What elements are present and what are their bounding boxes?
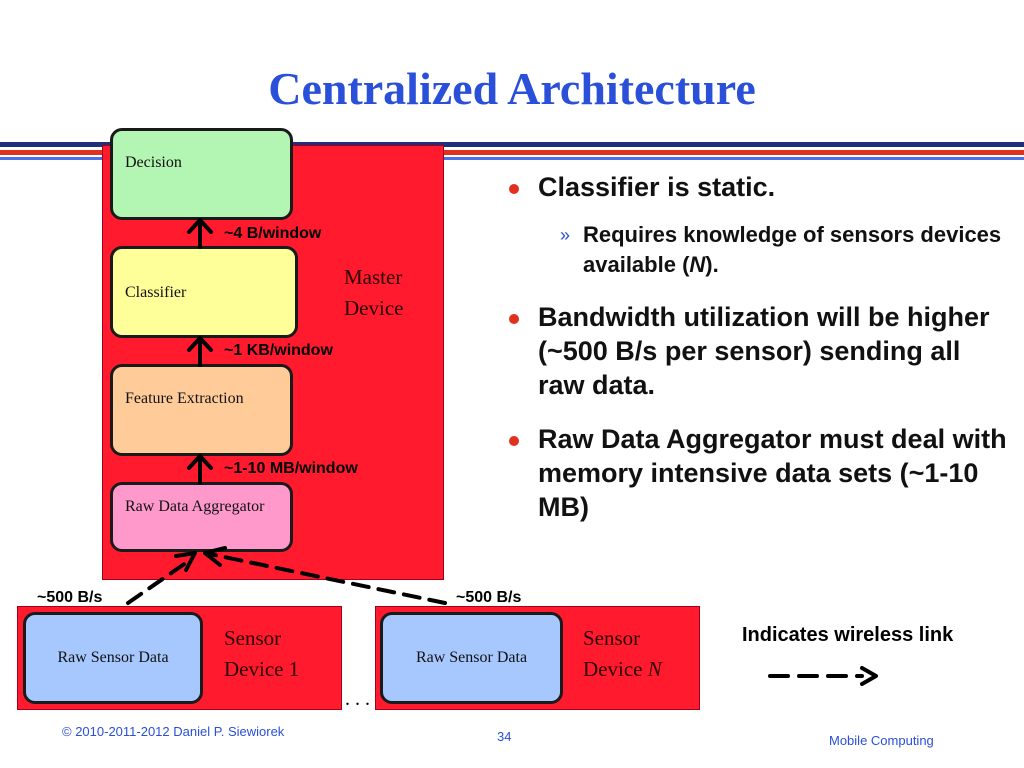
header-rule-navy [0, 142, 1024, 147]
bullet-dot [509, 314, 519, 324]
footer-copyright: © 2010-2011-2012 Daniel P. Siewiorek [62, 724, 285, 739]
raw-sensor-data-box-n: Raw Sensor Data [380, 612, 563, 704]
sensor-device-1-label-text: Device 1 [224, 657, 300, 681]
raw-sensor-data-box-1: Raw Sensor Data [23, 612, 203, 704]
rate-label-decision: ~4 B/window [224, 225, 322, 242]
feature-extraction-box: Feature Extraction [110, 364, 293, 456]
bullet-1-text: Classifier is static. [538, 172, 776, 202]
legend-label: Indicates wireless link [742, 624, 954, 646]
bullet-3: Raw Data Aggregator must deal with memor… [505, 422, 1010, 524]
sub-bullet-text-end: ). [705, 252, 719, 277]
header-rule-red [0, 150, 1024, 155]
sensor-device-n-label-line1: Sensor [583, 626, 641, 650]
bullet-2-text: Bandwidth utilization will be higher (~5… [538, 302, 990, 400]
bullet-2: Bandwidth utilization will be higher (~5… [505, 300, 1010, 402]
sub-bullet-var: N [689, 252, 706, 277]
bullet-list: Classifier is static. » Requires knowledg… [505, 170, 1010, 524]
sensor-device-1-label: Sensor Device 1 [224, 623, 299, 685]
sensor-device-n-label: Sensor Device N [583, 623, 662, 685]
bullet-3-text: Raw Data Aggregator must deal with memor… [538, 424, 1007, 522]
sensor-device-n-label-var: N [647, 657, 662, 681]
bullet-1: Classifier is static. [505, 170, 1010, 204]
bullet-1-sub-1: » Requires knowledge of sensors devices a… [505, 220, 1010, 280]
slide-title: Centralized Architecture [268, 63, 756, 114]
bullet-dot [509, 184, 519, 194]
sensor-device-1-label-line1: Sensor [224, 626, 282, 650]
footer-page-number: 34 [497, 729, 512, 744]
rate-label-feature: ~1-10 MB/window [224, 460, 358, 477]
sub-bullet-marker: » [560, 225, 571, 245]
raw-data-aggregator-box: Raw Data Aggregator [110, 482, 293, 552]
sensor-device-1-label-line2: Device 1 [224, 654, 299, 685]
sensor-device-n-label-line2: Device N [583, 654, 662, 685]
sensor-1-rate-label: ~500 B/s [37, 589, 103, 606]
sensor-ellipsis: . . . [345, 688, 370, 710]
rate-label-classifier: ~1 KB/window [224, 342, 333, 359]
sub-bullet-text: Requires knowledge of sensors devices av… [583, 222, 1002, 277]
decision-box: Decision [110, 128, 293, 220]
bullet-dot [509, 436, 519, 446]
classifier-box: Classifier [110, 246, 298, 338]
sensor-device-n-label-text: Device [583, 657, 648, 681]
footer-course: Mobile Computing [829, 733, 934, 748]
legend-arrowhead [860, 666, 878, 686]
master-device-label: Master Device [344, 265, 404, 320]
header-rule-blue [0, 157, 1024, 160]
sensor-n-rate-label: ~500 B/s [456, 589, 522, 606]
